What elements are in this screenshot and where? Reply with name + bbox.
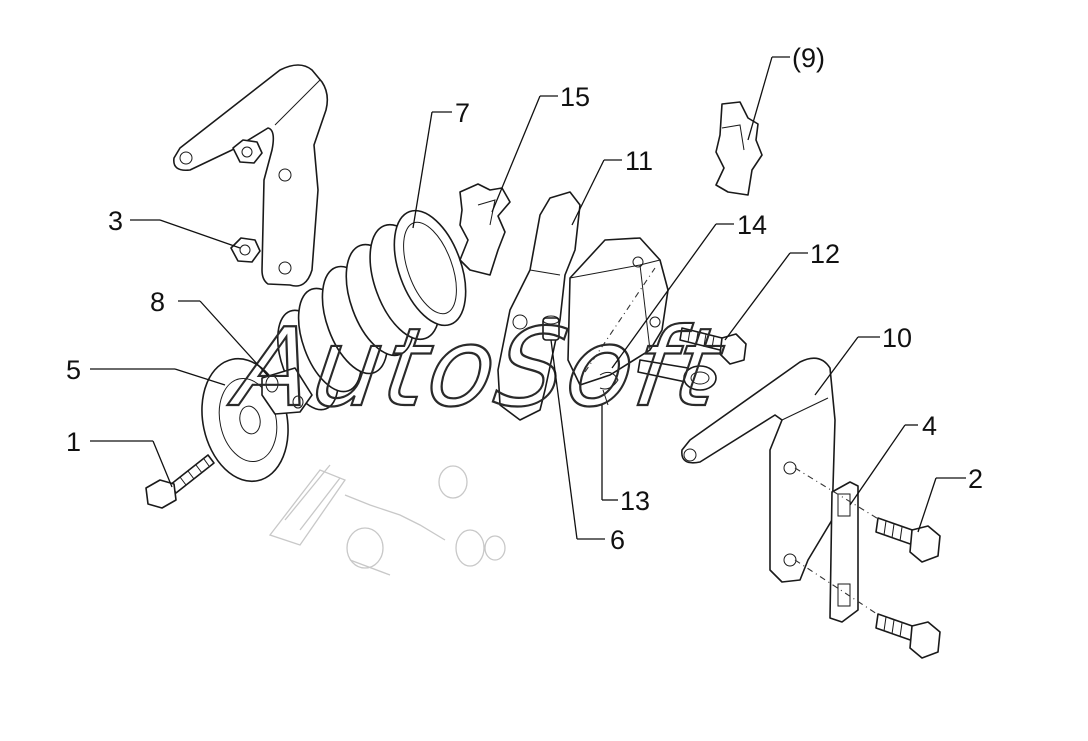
callout-9: (9) — [792, 43, 825, 73]
callout-10: 10 — [882, 323, 912, 353]
ghost-subassembly — [268, 464, 506, 576]
callout-13: 13 — [620, 486, 650, 516]
plate-main — [497, 191, 581, 421]
callout-6: 6 — [610, 525, 625, 555]
watermark: AutoSoft — [223, 304, 730, 430]
callout-15: 15 — [560, 82, 590, 112]
leader-lines — [90, 56, 966, 540]
clamp-block — [261, 367, 313, 415]
nut-lower — [230, 237, 261, 263]
spring-pin — [637, 359, 717, 391]
callout-5: 5 — [66, 355, 81, 385]
housing-plate — [567, 237, 669, 386]
bracket-right — [681, 357, 836, 583]
callout-3: 3 — [108, 206, 123, 236]
key-part-9 — [715, 101, 763, 196]
bracket-top-left — [173, 64, 329, 287]
clamp-plate — [794, 467, 881, 623]
callout-8: 8 — [150, 287, 165, 317]
clip — [599, 371, 619, 406]
coil-spring — [276, 209, 467, 411]
bolt-medium — [679, 327, 747, 365]
callout-7: 7 — [455, 98, 470, 128]
callout-2: 2 — [968, 464, 983, 494]
callout-4: 4 — [922, 411, 937, 441]
callout-labels: 1 2 3 4 5 6 7 8 (9) 10 11 12 13 14 15 — [66, 43, 983, 555]
callout-14: 14 — [737, 210, 767, 240]
callout-11: 11 — [625, 146, 653, 176]
callout-12: 12 — [810, 239, 840, 269]
bolt-right-lower — [875, 613, 941, 659]
bolt-long — [145, 454, 215, 509]
callout-1: 1 — [66, 427, 81, 457]
bolt-right-upper — [875, 517, 941, 563]
nut-upper — [232, 139, 263, 164]
key-piece — [459, 183, 511, 276]
